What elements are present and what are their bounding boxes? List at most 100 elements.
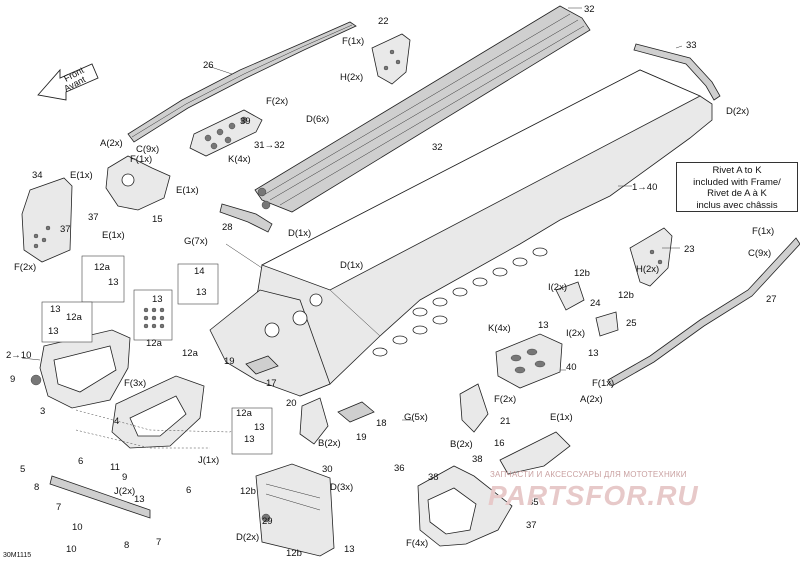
part-4-bracket — [111, 375, 205, 449]
part-20-bracket — [299, 397, 329, 445]
callout-label: 24 — [590, 298, 601, 309]
callout-label: 40 — [566, 362, 577, 373]
callout-label: 13 — [50, 304, 61, 315]
rivet-note-box: Rivet A to K included with Frame/ Rivet … — [676, 162, 798, 212]
part-35-bracket — [417, 465, 513, 547]
part-22-bracket — [371, 33, 411, 85]
callout-label: 39 — [240, 116, 251, 127]
callout-label: G(7x) — [184, 236, 208, 247]
callout-box-12a-13-upper — [81, 255, 125, 303]
callout-label: 38 — [428, 472, 439, 483]
callout-label: 12a — [236, 408, 253, 419]
callout-label: 20 — [286, 398, 297, 409]
watermark-tagline: ЗАПЧАСТИ И АКСЕССУАРЫ ДЛЯ МОТОТЕХНИКИ — [490, 470, 687, 479]
callout-label: 13 — [152, 294, 163, 305]
callout-label: 32 — [584, 4, 595, 15]
callout-label: E(1x) — [102, 230, 125, 241]
callout-label: 12a — [66, 312, 83, 323]
callout-label: 34 — [32, 170, 43, 181]
callout-box-14-13 — [177, 263, 219, 305]
leader-lines — [21, 7, 683, 421]
note-line-2: included with Frame/ — [693, 176, 781, 188]
callout-label: 21 — [500, 416, 511, 427]
callout-label: C(9x) — [748, 248, 771, 259]
callout-label: 6 — [78, 456, 83, 467]
callout-label: 38 — [472, 454, 483, 465]
callout-label: 13 — [344, 544, 355, 555]
part-24-bracket — [555, 281, 585, 311]
callout-label: 14 — [194, 266, 205, 277]
callout-label: 28 — [222, 222, 233, 233]
callout-label: 12a — [146, 338, 163, 349]
callout-label: F(3x) — [124, 378, 146, 389]
callout-label: 8 — [34, 482, 39, 493]
part-28-crossbar — [219, 203, 273, 233]
callout-label: D(3x) — [330, 482, 353, 493]
callout-label: 4 — [114, 416, 119, 427]
fastener-grid — [143, 307, 165, 329]
callout-label: 13 — [254, 422, 265, 433]
callout-label: 7 — [56, 502, 61, 513]
part-34-bracket — [21, 177, 73, 263]
callout-label: 23 — [684, 244, 695, 255]
callout-label: F(1x) — [342, 36, 364, 47]
callout-label: 12b — [286, 548, 302, 559]
callout-label: A(2x) — [580, 394, 603, 405]
part-40-plate — [495, 333, 563, 389]
part-17-block — [245, 355, 279, 375]
callout-label: K(4x) — [488, 323, 511, 334]
callout-label: A(2x) — [100, 138, 123, 149]
callout-label: 19 — [356, 432, 367, 443]
callout-label: D(1x) — [288, 228, 311, 239]
callout-label: J(1x) — [198, 455, 219, 466]
callout-box-13-12a-left — [41, 301, 93, 343]
callout-label: 11 — [110, 462, 120, 473]
callout-label: 10 — [66, 544, 77, 555]
callout-label: H(2x) — [340, 72, 363, 83]
callout-label: 25 — [626, 318, 637, 329]
callout-label: B(2x) — [318, 438, 341, 449]
callout-label: 12b — [240, 486, 256, 497]
callout-labels: 3222F(1x)H(2x)3326D(6x)D(2x)39F(2x)A(2x)… — [6, 4, 777, 559]
part-21-bracket — [459, 383, 489, 433]
callout-label: F(2x) — [266, 96, 288, 107]
callout-label: 37 — [60, 224, 71, 235]
part-26-rail — [127, 21, 357, 143]
part-29-guard — [255, 463, 335, 557]
callout-label: D(2x) — [236, 532, 259, 543]
callout-label: 36 — [394, 463, 405, 474]
callout-label: I(2x) — [548, 282, 567, 293]
callout-label: 19 — [224, 356, 235, 367]
callout-label: 27 — [766, 294, 777, 305]
callout-label: 3 — [40, 406, 45, 417]
note-line-1: Rivet A to K — [712, 165, 762, 176]
callout-label: 13 — [134, 494, 145, 505]
callout-label: E(1x) — [550, 412, 573, 423]
callout-label: 33 — [686, 40, 697, 51]
callout-label: 26 — [203, 60, 214, 71]
callout-label: 8 — [124, 540, 129, 551]
frame-vent-row — [372, 247, 548, 357]
callout-label: 35 — [528, 497, 539, 508]
callout-label: D(6x) — [306, 114, 329, 125]
callout-label: 31→32 — [254, 140, 285, 151]
part-39-plate — [189, 109, 263, 157]
front-arrow-icon — [37, 63, 99, 101]
callout-label: 9 — [10, 374, 15, 385]
callout-label: E(1x) — [70, 170, 93, 181]
callout-label: C(9x) — [136, 144, 159, 155]
callout-label: 6 — [186, 485, 191, 496]
part-25-bracket — [595, 311, 619, 337]
callout-label: F(2x) — [494, 394, 516, 405]
note-line-3: Rivet de A à K — [707, 188, 767, 199]
callout-box-13-12a-grid — [133, 289, 173, 341]
callout-label: H(2x) — [636, 264, 659, 275]
callout-label: 13 — [196, 287, 207, 298]
callout-label: B(2x) — [450, 439, 473, 450]
part-15-bracket — [105, 155, 171, 211]
callout-label: F(1x) — [130, 154, 152, 165]
callout-label: 5 — [20, 464, 25, 475]
callout-label: 32 — [432, 142, 443, 153]
